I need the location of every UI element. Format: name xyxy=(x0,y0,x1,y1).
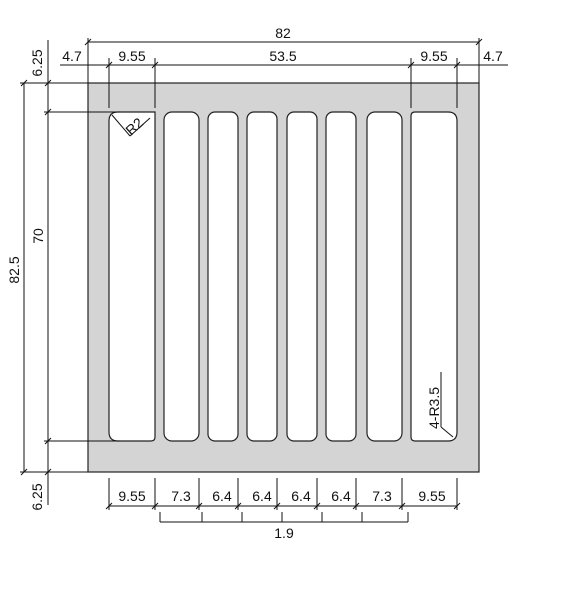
dim-slot-width-1: 9.55 xyxy=(118,488,145,504)
dim-margin-left: 4.7 xyxy=(62,48,82,64)
dim-end-slot-right: 9.55 xyxy=(420,48,447,64)
dim-margin-right: 4.7 xyxy=(483,48,503,64)
dim-slot-width-4: 6.4 xyxy=(252,488,272,504)
slot-3 xyxy=(207,111,239,442)
dims-bottom: 9.55 7.3 6.4 6.4 6.4 6.4 7.3 9.55 1.9 xyxy=(105,478,461,541)
callout-corner-radius: 4-R3.5 xyxy=(426,387,442,429)
slot-4 xyxy=(246,111,278,442)
slot-2 xyxy=(163,111,200,442)
dim-slot-width-2: 7.3 xyxy=(171,488,191,504)
dim-slot-width-6: 6.4 xyxy=(331,488,351,504)
dim-slot-width-7: 7.3 xyxy=(372,488,392,504)
dim-bottom-margin: 6.25 xyxy=(29,483,45,510)
dim-top-margin: 6.25 xyxy=(29,49,45,76)
dim-slot-width-5: 6.4 xyxy=(291,488,311,504)
dim-rib-width: 1.9 xyxy=(274,525,294,541)
dims-top: 82 4.7 9.55 53.5 9.55 4.7 xyxy=(60,25,508,108)
dims-left: 6.25 82.5 70 6.25 xyxy=(6,40,120,511)
dim-slot-width-8: 9.55 xyxy=(418,488,445,504)
dim-overall-height: 82.5 xyxy=(6,256,22,283)
dim-slot-height: 70 xyxy=(30,228,46,244)
dim-inner-span: 53.5 xyxy=(269,48,296,64)
slot-1 xyxy=(108,111,156,442)
slot-5 xyxy=(286,111,318,442)
dim-end-slot-left: 9.55 xyxy=(118,48,145,64)
slot-8 xyxy=(410,111,458,442)
dim-overall-width: 82 xyxy=(275,25,291,41)
slot-7 xyxy=(366,111,403,442)
dim-slot-width-3: 6.4 xyxy=(212,488,232,504)
slot-6 xyxy=(325,111,357,442)
